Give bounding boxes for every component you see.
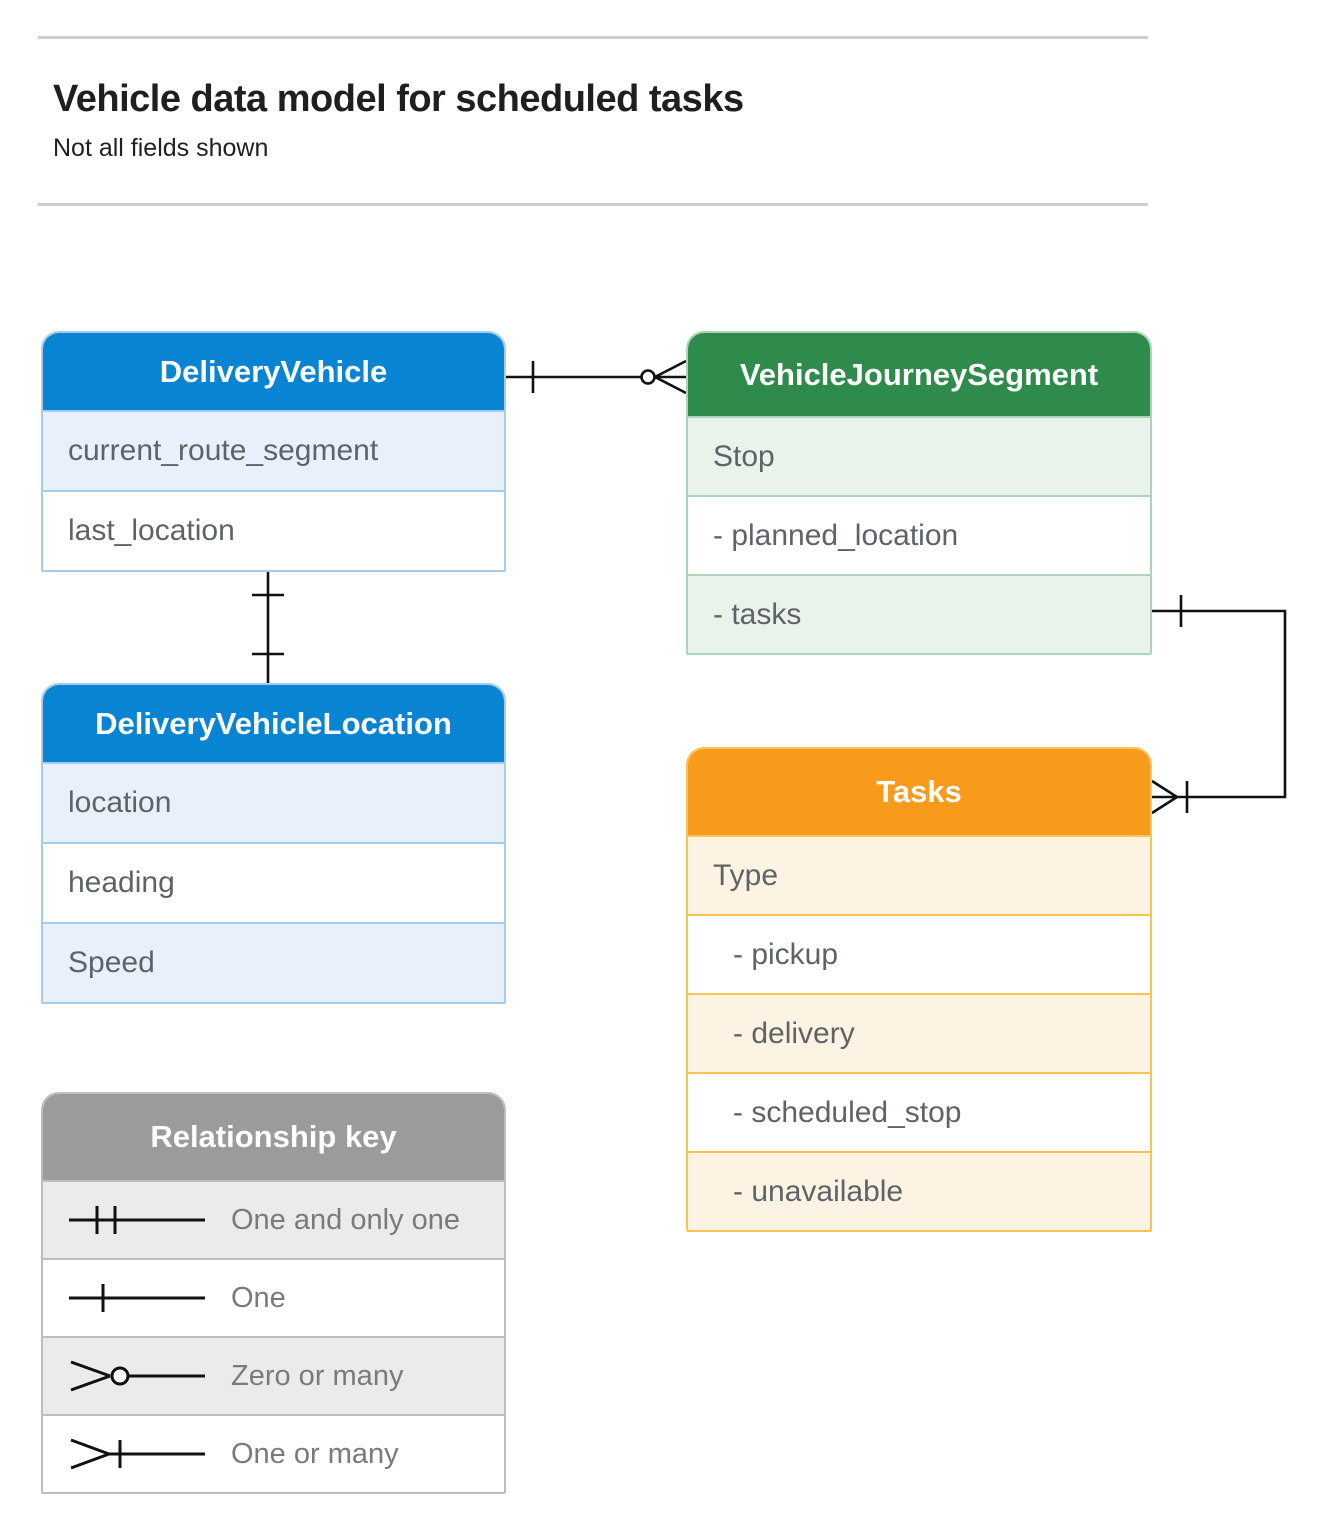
entity-title: VehicleJourneySegment	[688, 333, 1150, 416]
entity-title: Tasks	[688, 749, 1150, 835]
connector-vehicle-to-segment	[506, 359, 687, 395]
connector-vehicle-to-location	[252, 568, 284, 683]
entity-tasks: Tasks Type - pickup - delivery - schedul…	[686, 747, 1152, 1232]
field-row: - unavailable	[688, 1151, 1150, 1230]
relationship-key-title: Relationship key	[43, 1094, 504, 1180]
field-row: - scheduled_stop	[688, 1072, 1150, 1151]
key-row: One and only one	[43, 1180, 504, 1258]
key-row: One or many	[43, 1414, 504, 1492]
field-row: Type	[688, 835, 1150, 914]
key-row: Zero or many	[43, 1336, 504, 1414]
page-subtitle: Not all fields shown	[53, 134, 269, 162]
field-row: - tasks	[688, 574, 1150, 653]
entity-title: DeliveryVehicle	[43, 333, 504, 410]
field-row: heading	[43, 842, 504, 922]
field-row: location	[43, 762, 504, 842]
key-label: One or many	[231, 1437, 399, 1470]
field-row: - pickup	[688, 914, 1150, 993]
field-row: Stop	[688, 416, 1150, 495]
key-label: One and only one	[231, 1203, 460, 1236]
field-row: last_location	[43, 490, 504, 570]
entity-vehicle-journey-segment: VehicleJourneySegment Stop - planned_loc…	[686, 331, 1152, 655]
field-row: - planned_location	[688, 495, 1150, 574]
key-label: Zero or many	[231, 1359, 404, 1392]
field-row: - delivery	[688, 993, 1150, 1072]
page-title: Vehicle data model for scheduled tasks	[53, 78, 744, 120]
zero-or-many-icon	[70, 1360, 205, 1392]
entity-title: DeliveryVehicleLocation	[43, 685, 504, 762]
connector-segment-to-tasks	[1151, 595, 1287, 815]
entity-delivery-vehicle: DeliveryVehicle current_route_segment la…	[41, 331, 506, 572]
top-divider	[38, 36, 1148, 39]
one-or-many-icon	[70, 1438, 205, 1470]
one-icon	[69, 1284, 205, 1312]
key-label: One	[231, 1281, 286, 1314]
field-row: Speed	[43, 922, 504, 1002]
relationship-key: Relationship key One and only one One	[41, 1092, 506, 1494]
entity-delivery-vehicle-location: DeliveryVehicleLocation location heading…	[41, 683, 506, 1004]
one-and-only-one-icon	[69, 1206, 205, 1234]
field-row: current_route_segment	[43, 410, 504, 490]
key-row: One	[43, 1258, 504, 1336]
mid-divider	[38, 203, 1148, 206]
